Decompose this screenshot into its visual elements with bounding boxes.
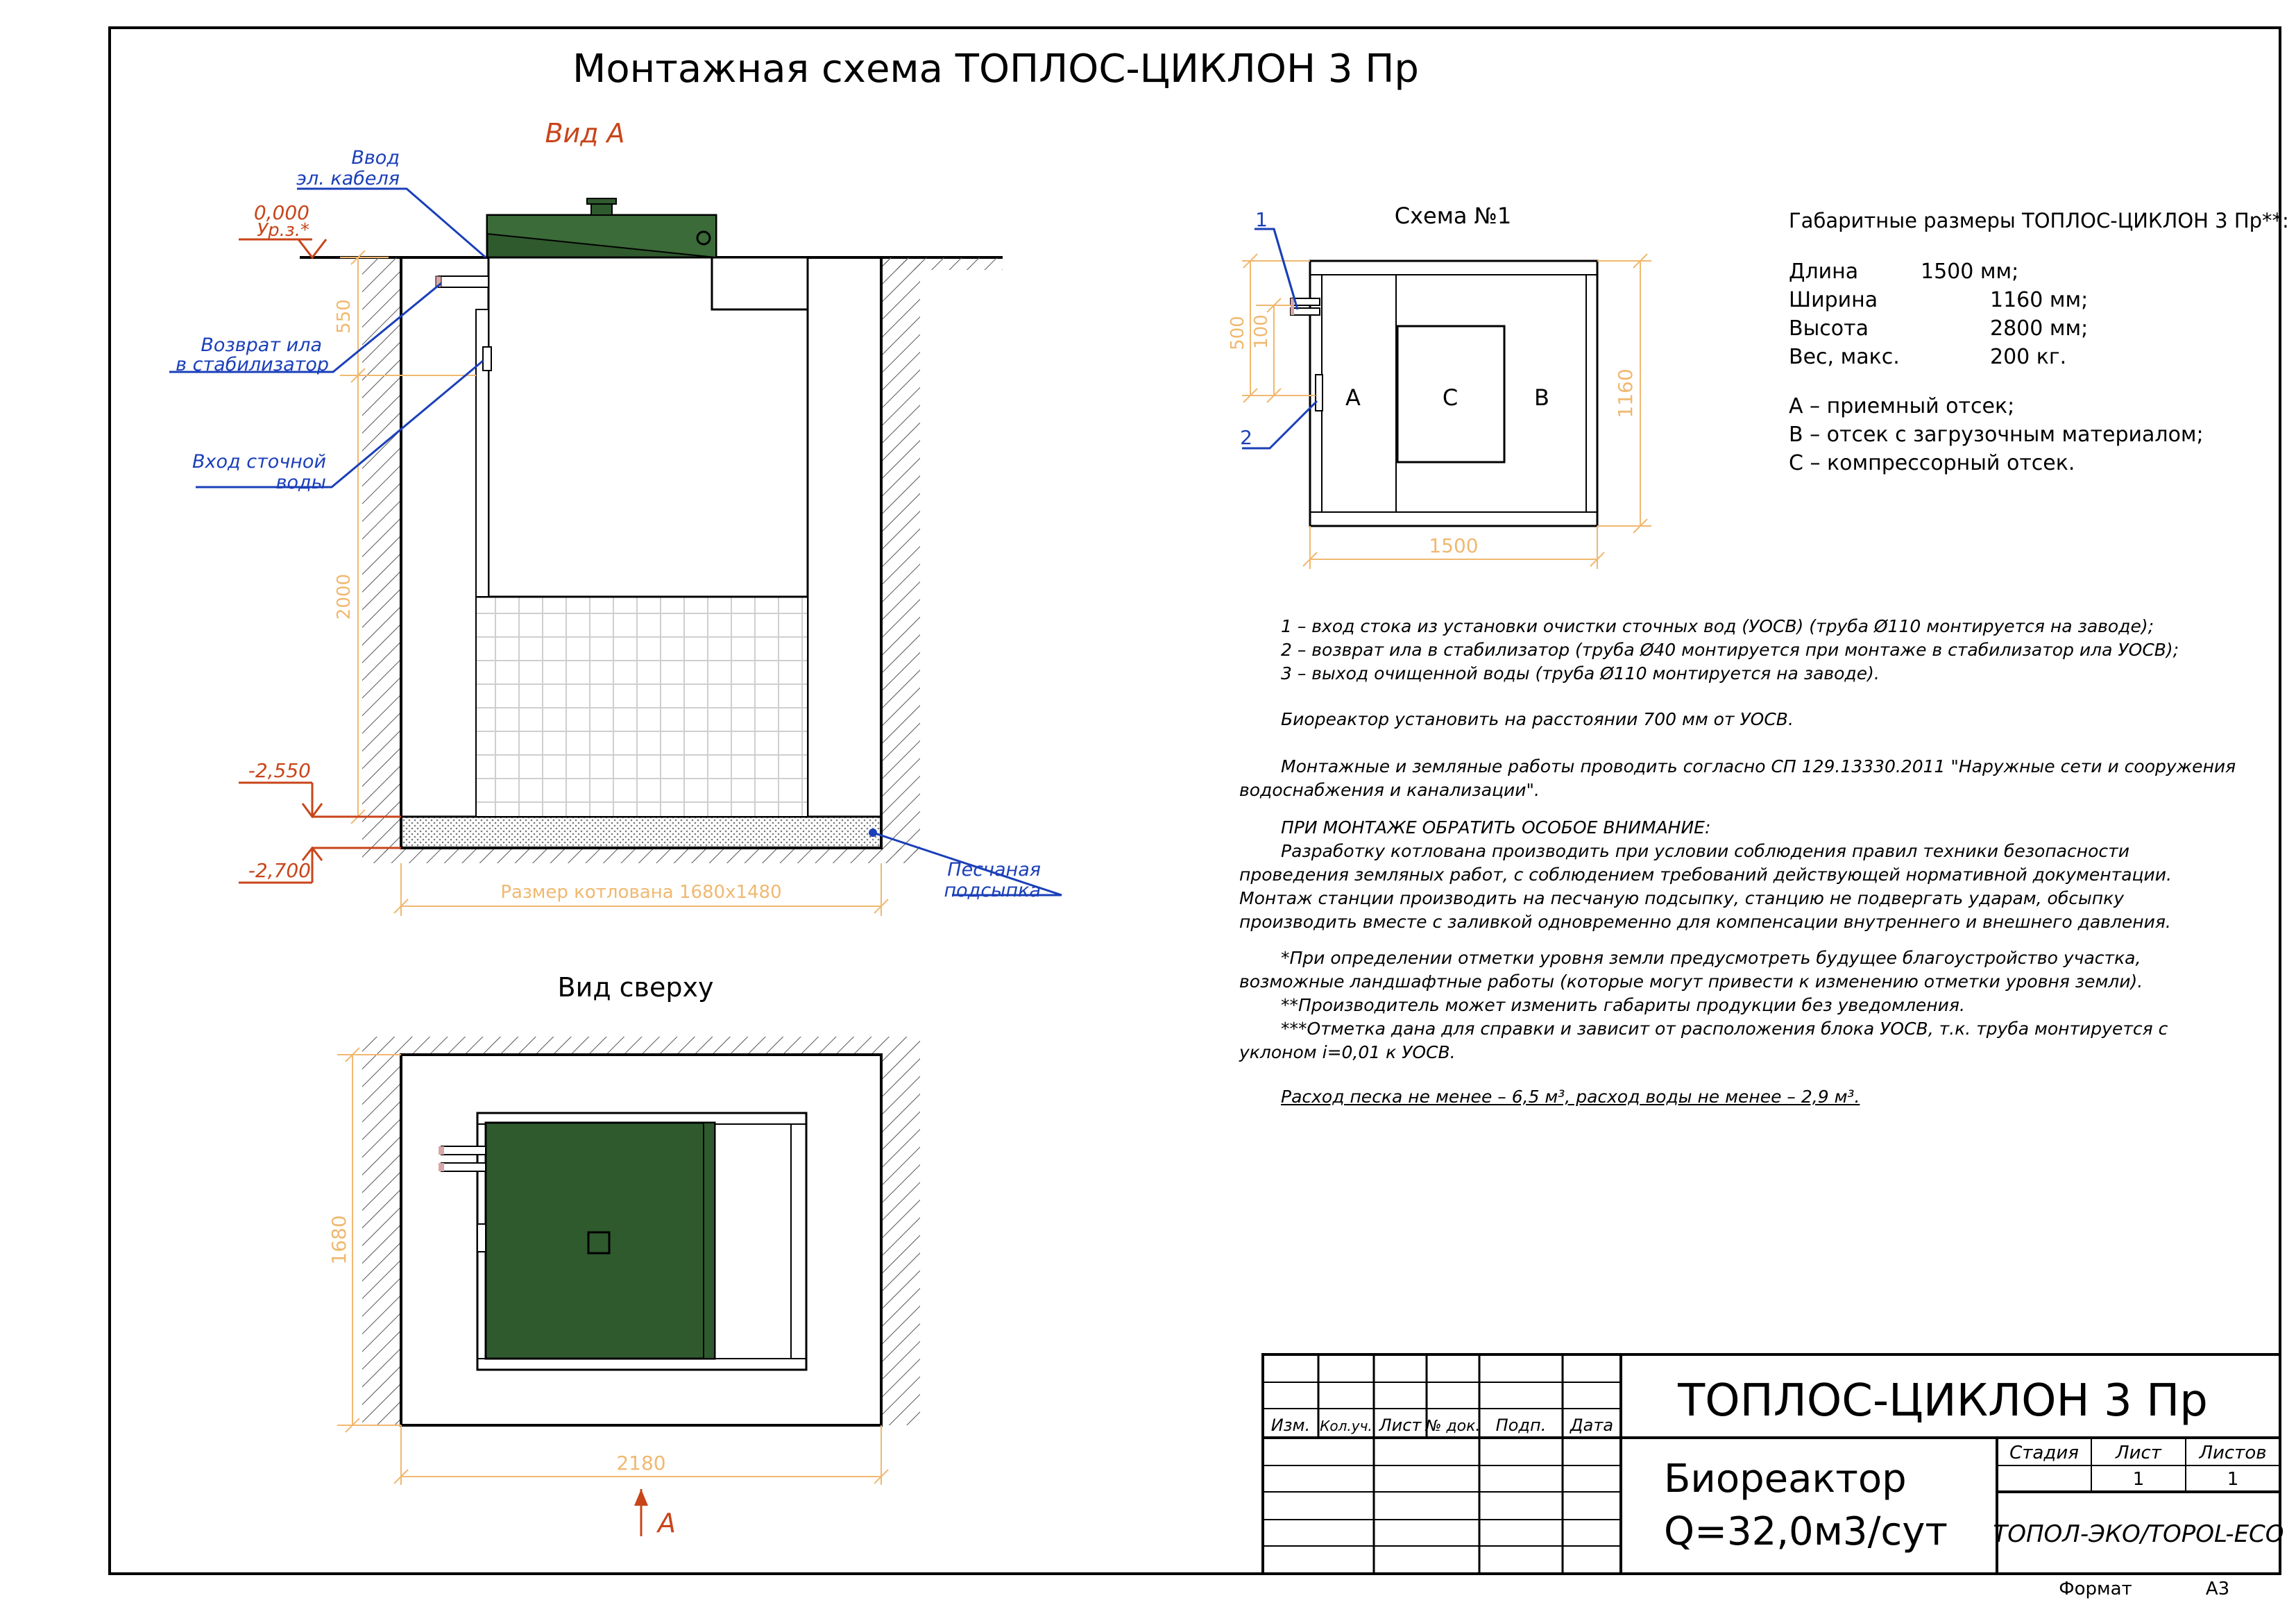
page-title: Монтажная схема ТОПЛОС-ЦИКЛОН 3 Пр bbox=[572, 46, 1419, 92]
note-item-3: 3 – выход очищенной воды (труба Ø110 мон… bbox=[1281, 663, 1880, 683]
title-block bbox=[1261, 1353, 2281, 1575]
tb-stage-label: Стадия bbox=[2009, 1443, 2079, 1463]
view-a-arrow-label: А bbox=[656, 1508, 676, 1538]
level-zero-value: 0,000 bbox=[254, 201, 309, 224]
lid-bolt-icon bbox=[696, 230, 711, 246]
pit-bottom-hatch bbox=[362, 848, 920, 863]
dim-lower-2000: 2000 bbox=[334, 574, 355, 620]
tank-step bbox=[711, 257, 808, 311]
pit-wall-left-hatch bbox=[362, 257, 401, 853]
legend-item: А – приемный отсек; bbox=[1789, 394, 2015, 418]
filter-media bbox=[475, 596, 808, 817]
tb-format-value: А3 bbox=[2206, 1579, 2229, 1599]
note-consumption: Расход песка не менее – 6,5 м³, расход в… bbox=[1281, 1087, 1860, 1107]
callout-lines bbox=[169, 187, 1062, 897]
dim-pit-size: Размер котлована 1680х1480 bbox=[500, 882, 781, 903]
sludge-pipe bbox=[438, 275, 489, 288]
tank-inner-left bbox=[475, 309, 489, 597]
sheet-frame bbox=[108, 26, 2281, 1575]
side-view-title: Вид А bbox=[545, 118, 624, 148]
tb-header-kol: Кол.уч. bbox=[1320, 1418, 1372, 1434]
level-zero-label: Ур.з.* bbox=[257, 220, 309, 241]
label-cable-2: эл. кабеля bbox=[296, 168, 400, 189]
note-footnote-2: **Производитель может изменить габариты … bbox=[1281, 995, 1965, 1015]
tb-sheets-label: Листов bbox=[2198, 1443, 2266, 1463]
top-vent-icon bbox=[587, 1231, 611, 1255]
label-cable-1: Ввод bbox=[351, 147, 400, 169]
tb-name-1: Биореактор bbox=[1664, 1456, 1907, 1502]
scheme-callout-1: 1 bbox=[1255, 208, 1268, 231]
tb-sheet-label: Лист bbox=[2115, 1443, 2162, 1463]
tank-lid-wedge bbox=[486, 214, 717, 259]
mark-pit: -2,700 bbox=[248, 859, 311, 882]
note-attention-title: ПРИ МОНТАЖЕ ОБРАТИТЬ ОСОБОЕ ВНИМАНИЕ: bbox=[1281, 817, 1711, 838]
scheme-label-a: А bbox=[1345, 384, 1361, 411]
specs-block: Габаритные размеры ТОПЛОС-ЦИКЛОН 3 Пр**:… bbox=[1789, 207, 2289, 477]
tb-header-date: Дата bbox=[1570, 1416, 1613, 1435]
top-view-title: Вид сверху bbox=[558, 972, 714, 1003]
tb-org: ТОПОЛ-ЭКО/TOPOL-ECO bbox=[1993, 1520, 2284, 1548]
tb-sheet-value: 1 bbox=[2133, 1469, 2145, 1490]
legend-item: В – отсек с загрузочным материалом; bbox=[1789, 423, 2204, 447]
specs-title: Габаритные размеры ТОПЛОС-ЦИКЛОН 3 Пр**: bbox=[1789, 209, 2289, 232]
scheme-label-b: В bbox=[1534, 384, 1549, 411]
sand-bed bbox=[400, 815, 883, 849]
tb-header-izm: Изм. bbox=[1271, 1416, 1310, 1435]
tb-name-2: Q=32,0м3/сут bbox=[1664, 1509, 1948, 1554]
scheme-compressor bbox=[1396, 325, 1506, 464]
scheme-1: Схема №1 А С В bbox=[1227, 203, 1651, 569]
label-inlet-1: Вход сточной bbox=[192, 451, 326, 473]
top-view: Вид сверху 1680 2180 bbox=[328, 972, 920, 1538]
scheme-callout-2: 2 bbox=[1240, 426, 1252, 449]
inlet-nozzle bbox=[482, 346, 492, 371]
tb-format-label: Формат bbox=[2059, 1579, 2132, 1599]
label-sludge-1: Возврат ила bbox=[201, 334, 322, 356]
label-sand-1: Песчаная bbox=[947, 859, 1041, 881]
label-sludge-2: в стабилизатор bbox=[176, 354, 329, 375]
note-item-2: 2 – возврат ила в стабилизатор (труба Ø4… bbox=[1281, 640, 2179, 660]
level-marks bbox=[239, 238, 401, 884]
tb-header-doc: № док. bbox=[1425, 1418, 1481, 1435]
note-footnote-1: *При определении отметки уровня земли пр… bbox=[1239, 948, 2143, 992]
legend-item: С – компрессорный отсек. bbox=[1789, 451, 2075, 475]
pit-wall-right-hatch bbox=[881, 257, 920, 853]
scheme-dim-100: 100 bbox=[1251, 314, 1272, 349]
notes-block: 1 – вход стока из установки очистки сточ… bbox=[1239, 615, 2238, 1109]
tb-header-podp: Подп. bbox=[1496, 1416, 1547, 1435]
scheme-dim-width: 1160 bbox=[1614, 368, 1637, 418]
note-footnote-3: ***Отметка дана для справки и зависит от… bbox=[1239, 1019, 2168, 1062]
label-sand-2: подсыпка bbox=[944, 880, 1041, 901]
top-dim-width: 2180 bbox=[616, 1452, 665, 1475]
dim-upper-550: 550 bbox=[334, 299, 355, 334]
scheme-title: Схема №1 bbox=[1395, 203, 1512, 229]
note-distance: Биореактор установить на расстоянии 700 … bbox=[1281, 709, 1794, 729]
spec-row: Вес, макс.200 кг. bbox=[1789, 345, 2067, 369]
note-attention-text: Разработку котлована производить при усл… bbox=[1239, 841, 2172, 932]
label-inlet-2: воды bbox=[276, 472, 326, 493]
side-view: Вид А bbox=[169, 118, 1062, 916]
top-dim-height: 1680 bbox=[328, 1215, 350, 1264]
tb-product: ТОПЛОС-ЦИКЛОН 3 Пр bbox=[1677, 1375, 2208, 1427]
mark-bottom: -2,550 bbox=[248, 759, 311, 782]
top-lid bbox=[484, 1121, 716, 1360]
tb-sheets-value: 1 bbox=[2227, 1469, 2239, 1490]
tb-header-list: Лист bbox=[1379, 1416, 1422, 1435]
scheme-label-c: С bbox=[1443, 384, 1458, 411]
note-works: Монтажные и земляные работы проводить со… bbox=[1239, 756, 2236, 800]
scheme-dim-500: 500 bbox=[1227, 316, 1248, 350]
scheme-dim-length: 1500 bbox=[1429, 534, 1478, 557]
note-item-1: 1 – вход стока из установки очистки сточ… bbox=[1281, 616, 2154, 636]
